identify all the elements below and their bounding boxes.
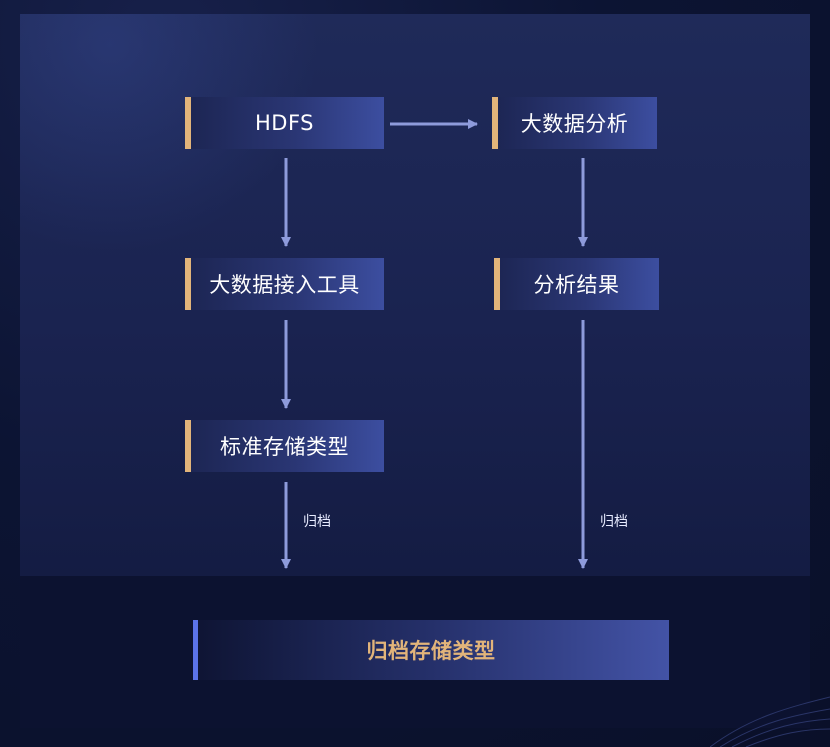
node-hdfs: HDFS	[185, 97, 384, 149]
node-accent-bar	[185, 420, 191, 472]
edge-label-archive-left: 归档	[303, 514, 331, 530]
node-accent-bar	[492, 97, 498, 149]
decorative-curves	[710, 696, 830, 747]
diagram-upper-panel	[20, 14, 810, 576]
node-label: 标准存储类型	[220, 435, 349, 459]
node-accent-bar	[494, 258, 500, 310]
node-ingest-tool: 大数据接入工具	[185, 258, 384, 310]
node-accent-bar	[193, 620, 198, 680]
node-label: HDFS	[254, 111, 314, 135]
node-label: 分析结果	[533, 273, 620, 297]
edge-label-archive-right: 归档	[600, 514, 628, 530]
node-label: 大数据接入工具	[209, 273, 360, 297]
node-accent-bar	[185, 258, 191, 310]
node-analysis-result: 分析结果	[494, 258, 659, 310]
node-big-data-analysis: 大数据分析	[492, 97, 657, 149]
node-label: 大数据分析	[520, 112, 629, 136]
node-accent-bar	[185, 97, 191, 149]
node-label: 归档存储类型	[366, 639, 496, 663]
node-archive-storage: 归档存储类型	[193, 620, 669, 680]
node-standard-storage: 标准存储类型	[185, 420, 384, 472]
